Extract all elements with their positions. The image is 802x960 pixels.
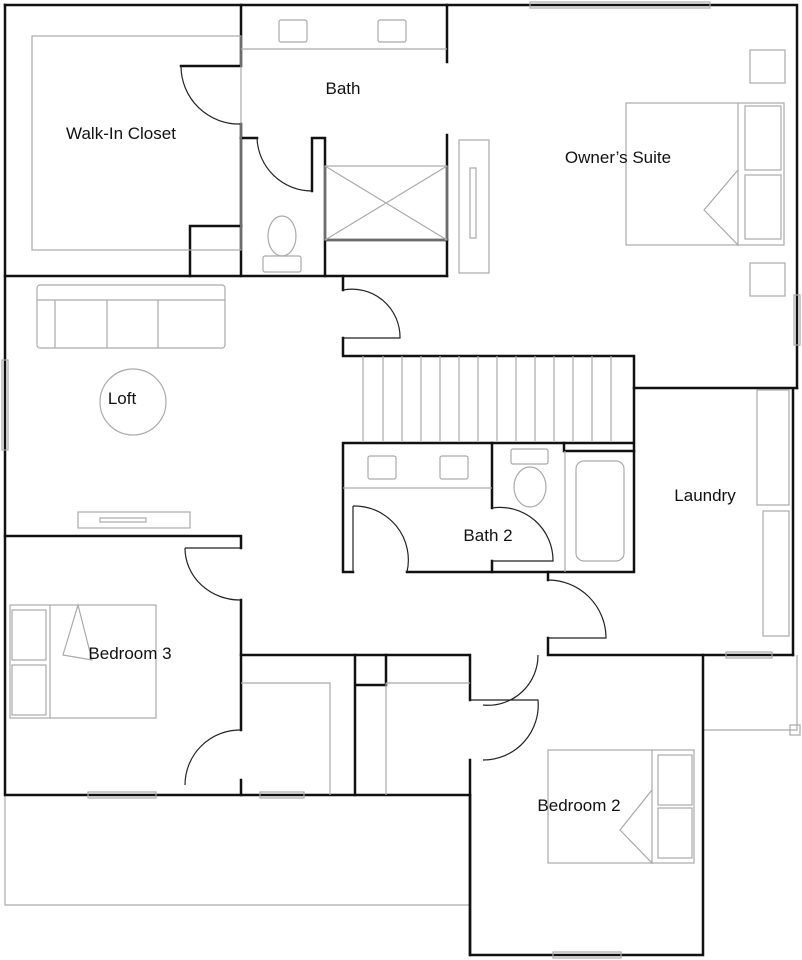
room-label-bedroom-3: Bedroom 3	[88, 644, 172, 663]
sink-icon	[377, 19, 407, 43]
toilet-icon	[267, 215, 297, 257]
room-label-laundry: Laundry	[674, 486, 736, 505]
room-label-loft: Loft	[107, 389, 137, 408]
bed-bedroom-3	[9, 604, 157, 719]
room-label-bath-2: Bath 2	[463, 526, 513, 545]
sofa	[36, 284, 226, 349]
door-swings	[180, 65, 607, 786]
walls	[3, 3, 799, 957]
exterior-outline	[4, 655, 801, 906]
room-label-owners-suite: Owner’s Suite	[564, 148, 672, 167]
stairs	[362, 356, 612, 441]
table	[99, 368, 167, 436]
room-label-bedroom-2: Bedroom 2	[537, 796, 621, 815]
bathtub	[575, 460, 625, 562]
toilet-icon	[513, 466, 547, 508]
room-label-bath: Bath	[325, 79, 361, 98]
bed-bedroom-2	[547, 749, 695, 864]
sink-icon	[278, 19, 308, 43]
fixtures	[9, 19, 790, 865]
room-label-walk-in-closet: Walk-In Closet	[66, 124, 176, 143]
bed-owners-suite	[625, 102, 785, 246]
